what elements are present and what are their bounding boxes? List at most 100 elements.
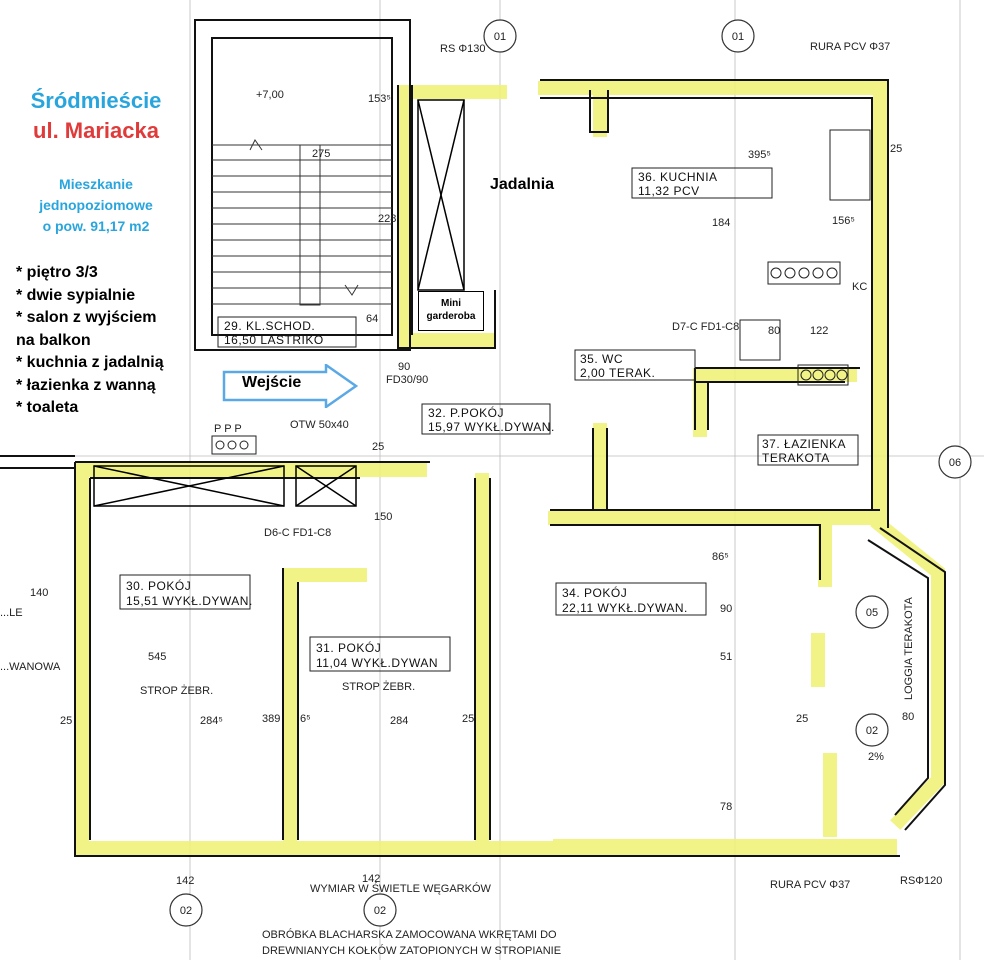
svg-text:34. POKÓJ: 34. POKÓJ xyxy=(562,585,627,600)
room-name: WC xyxy=(602,352,623,366)
dining-label: Jadalnia xyxy=(490,176,555,193)
dimension: 142 xyxy=(176,875,194,887)
mini-wardrobe-line: Mini xyxy=(441,298,461,309)
dimension: 86⁵ xyxy=(712,551,729,563)
room-floor: WYKŁ.DYWAN. xyxy=(464,420,554,434)
room-floor: LASTRIKO xyxy=(260,333,323,347)
room-number: 32. xyxy=(428,406,446,420)
plan-annotation: WYMIAR W ŚWIETLE WĘGARKÓW xyxy=(310,882,492,895)
dimension: 6⁵ xyxy=(300,713,311,725)
plan-annotation: STROP ŻEBR. xyxy=(342,680,415,693)
room-number: 29. xyxy=(224,319,242,333)
dimension: 2% xyxy=(868,751,884,763)
axis-label: 01 xyxy=(494,31,506,43)
plan-annotation: 140 xyxy=(30,587,48,599)
plan-annotation: OTW 50x40 xyxy=(290,419,349,431)
plan-annotation: 25 xyxy=(372,441,384,453)
room-area: 11,32 xyxy=(638,184,670,198)
dimension: 78 xyxy=(720,801,732,813)
room-area: 11,04 xyxy=(316,656,348,670)
district-title: Śródmieście xyxy=(30,88,162,113)
plan-annotation: P P P xyxy=(214,423,242,435)
svg-text:32. P.POKÓJ: 32. P.POKÓJ xyxy=(428,405,504,420)
dimension: 51 xyxy=(720,651,732,663)
room-area: 15,51 xyxy=(126,594,159,608)
dimension: 284⁵ xyxy=(200,715,223,727)
flat-line: jednopoziomowe xyxy=(39,197,153,213)
dimension: 284 xyxy=(390,715,408,727)
plan-annotation: STROP ŻEBR. xyxy=(140,684,213,697)
room-floor: TERAKOTA xyxy=(762,451,830,465)
plan-annotation: ...WANOWA xyxy=(0,661,61,673)
axis-label: 02 xyxy=(180,905,192,917)
fixtures xyxy=(211,129,871,455)
dimension: 156⁵ xyxy=(832,215,855,227)
room-area: 2,00 xyxy=(580,366,605,380)
axis-label: 05 xyxy=(866,607,878,619)
svg-text:TERAKOTA: TERAKOTA xyxy=(762,451,830,465)
flat-line: Mieszkanie xyxy=(59,176,133,192)
room-number: 34. xyxy=(562,586,580,600)
svg-text:37. ŁAZIENKA: 37. ŁAZIENKA xyxy=(762,437,846,451)
dimension: 275 xyxy=(312,148,330,160)
dimension: 122 xyxy=(810,325,828,337)
dimension: 142 xyxy=(362,873,380,885)
plan-annotation: KC xyxy=(852,281,867,293)
plan-annotation: DREWNIANYCH KOŁKÓW ZATOPIONYCH W STROPIA… xyxy=(262,944,561,957)
room-name: POKÓJ xyxy=(584,585,627,600)
plan-annotation: D6-C FD1-C8 xyxy=(264,527,331,539)
axis-label: 02 xyxy=(374,905,386,917)
svg-text:15,97 WYKŁ.DYWAN.: 15,97 WYKŁ.DYWAN. xyxy=(428,420,555,434)
room-number: 36. xyxy=(638,170,656,184)
void-markers xyxy=(93,99,465,507)
room-number: 37. xyxy=(762,437,780,451)
entrance-label: Wejście xyxy=(242,374,302,391)
plan-annotation: ...LE xyxy=(0,607,23,619)
dimension: 545 xyxy=(148,651,166,663)
dimension: 184 xyxy=(712,217,730,229)
feature-item: * toaleta xyxy=(16,399,79,416)
room-name: KUCHNIA xyxy=(660,170,718,184)
room-area: 16,50 xyxy=(224,333,257,347)
dimension: 25 xyxy=(890,143,902,155)
dimension: 90 xyxy=(720,603,732,615)
plan-annotation: RURA PCV Φ37 xyxy=(770,879,850,891)
entrance-arrow-icon xyxy=(222,364,358,408)
room-floor: TERAK. xyxy=(609,366,655,380)
dimension: 90 xyxy=(398,361,410,373)
feature-item: na balkon xyxy=(16,331,91,349)
walls xyxy=(0,19,946,857)
room-area: 15,97 xyxy=(428,420,461,434)
dimension: 228 xyxy=(378,213,396,225)
feature-list: * piętro 3/3 * dwie sypialnie * salon z … xyxy=(16,262,196,420)
dimension: 64 xyxy=(366,313,378,325)
plan-annotation: OBRÓBKA BLACHARSKA ZAMOCOWANA WKRĘTAMI D… xyxy=(262,928,557,941)
plan-annotation: +7,00 xyxy=(256,89,284,101)
svg-text:36. KUCHNIA: 36. KUCHNIA xyxy=(638,170,718,184)
room-floor: WYKŁ.DYWAN xyxy=(351,656,438,670)
feature-item: * piętro 3/3 xyxy=(16,264,98,281)
axis-label: 02 xyxy=(866,725,878,737)
room-name: P.POKÓJ xyxy=(450,405,504,420)
wall-highlights xyxy=(75,81,945,855)
plan-annotation: LOGGIA TERAKOTA xyxy=(903,596,915,700)
svg-text:2,00 TERAK.: 2,00 TERAK. xyxy=(580,366,655,380)
room-floor: WYKŁ.DYWAN. xyxy=(162,594,252,608)
room-area: 22,11 xyxy=(562,601,594,615)
feature-item: * kuchnia z jadalnią xyxy=(16,354,164,371)
svg-text:31. POKÓJ: 31. POKÓJ xyxy=(316,640,381,655)
svg-text:22,11 WYKŁ.DYWAN.: 22,11 WYKŁ.DYWAN. xyxy=(562,601,688,615)
dimension: 389 xyxy=(262,713,280,725)
feature-item: * salon z wyjściem xyxy=(16,309,157,326)
feature-item: * łazienka z wanną xyxy=(16,376,156,394)
room-name: POKÓJ xyxy=(148,578,191,593)
svg-text:30. POKÓJ: 30. POKÓJ xyxy=(126,578,191,593)
dimension: 80 xyxy=(768,325,780,337)
dimension: 25 xyxy=(60,715,72,727)
axis-markers xyxy=(169,19,972,927)
axis-label: 06 xyxy=(949,457,961,469)
plan-annotation: D7-C FD1-C8 xyxy=(672,321,739,333)
svg-text:15,51 WYKŁ.DYWAN.: 15,51 WYKŁ.DYWAN. xyxy=(126,594,253,608)
svg-text:29. KL.SCHOD.: 29. KL.SCHOD. xyxy=(224,319,315,333)
